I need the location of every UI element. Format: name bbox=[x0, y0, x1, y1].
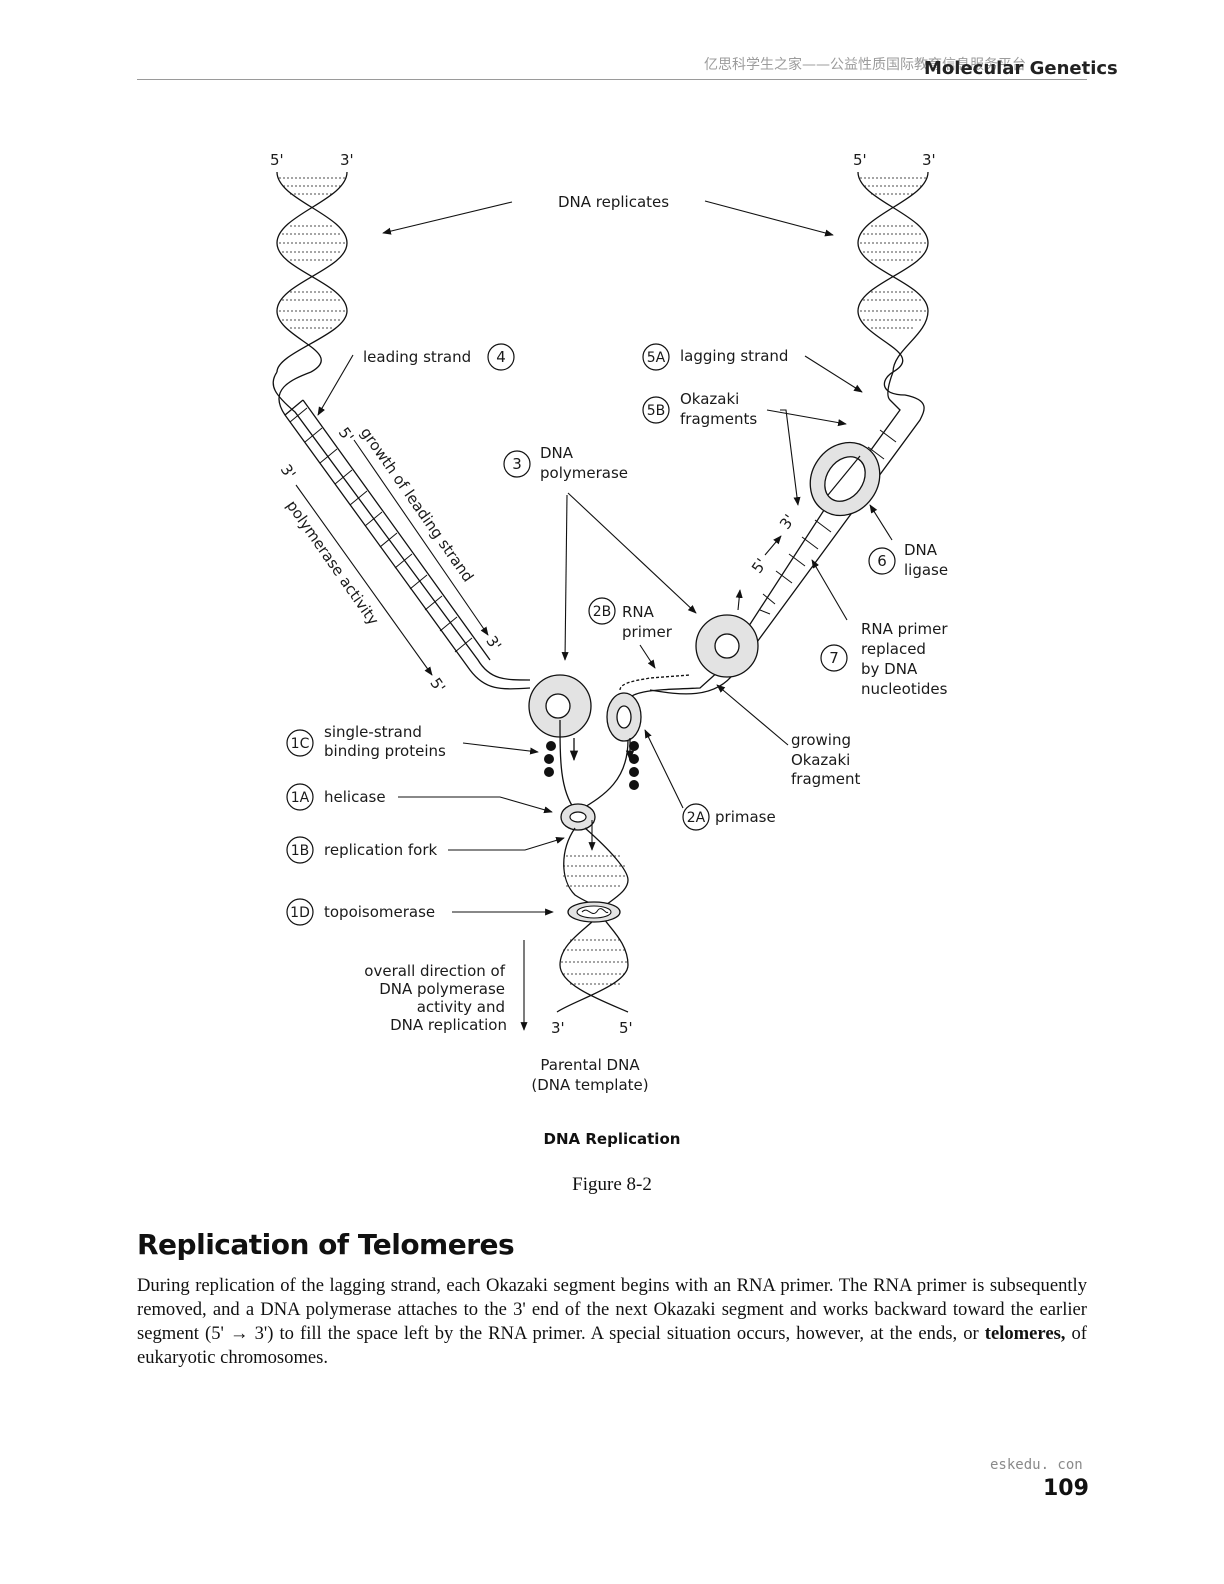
top-left-helix bbox=[276, 171, 348, 373]
label-bottom-5: 5' bbox=[619, 1019, 633, 1037]
header-rule bbox=[137, 79, 1087, 80]
label-lead-5: 5' bbox=[335, 424, 358, 446]
svg-text:1C: 1C bbox=[291, 736, 310, 752]
label-topoisomerase: topoisomerase bbox=[324, 903, 435, 921]
label-overall-4: DNA replication bbox=[390, 1016, 507, 1034]
label-top-right-3: 3' bbox=[922, 151, 936, 169]
label-rna-primer-1: RNA bbox=[622, 603, 655, 621]
marker-2b: 2B bbox=[588, 597, 616, 625]
marker-7: 7 bbox=[820, 644, 848, 672]
marker-3: 3 bbox=[503, 450, 531, 478]
figure-caption: Figure 8-2 bbox=[572, 1174, 652, 1195]
marker-6: 6 bbox=[868, 547, 896, 575]
watermark-text: 亿思科学生之家——公益性质国际教育信息服务平台 bbox=[704, 57, 1026, 73]
lagging-strand-arm bbox=[619, 371, 925, 706]
topoisomerase-ring bbox=[567, 901, 621, 923]
paragraph-text-after: of eukaryotic chromosomes. bbox=[137, 1323, 1088, 1368]
label-top-left-3: 3' bbox=[340, 151, 354, 169]
primase-ring bbox=[606, 692, 642, 742]
label-dna-polymerase-2: polymerase bbox=[540, 464, 628, 482]
label-parental-1: Parental DNA bbox=[540, 1056, 640, 1074]
label-primase: primase bbox=[715, 808, 776, 826]
label-top-right-5: 5' bbox=[853, 151, 867, 169]
body-paragraph: During replication of the lagging strand… bbox=[137, 1274, 1087, 1370]
label-lag-5: 5' bbox=[748, 555, 771, 577]
ligase-ring bbox=[809, 441, 881, 517]
svg-text:4: 4 bbox=[496, 348, 506, 366]
marker-1d: 1D bbox=[286, 898, 314, 926]
svg-text:5A: 5A bbox=[647, 350, 666, 366]
svg-text:5B: 5B bbox=[647, 403, 666, 419]
label-parental-2: (DNA template) bbox=[531, 1076, 648, 1094]
marker-5a: 5A bbox=[642, 343, 670, 371]
svg-text:2B: 2B bbox=[593, 604, 612, 620]
svg-text:3: 3 bbox=[512, 455, 522, 473]
label-growing-okazaki-3: fragment bbox=[791, 770, 861, 788]
label-overall-2: DNA polymerase bbox=[379, 980, 505, 998]
pointer-arrows bbox=[295, 200, 893, 1031]
svg-text:1B: 1B bbox=[291, 843, 310, 859]
label-lag-3: 3' bbox=[776, 511, 799, 533]
helicase-ring bbox=[560, 803, 596, 851]
top-right-helix bbox=[857, 171, 929, 373]
marker-5b: 5B bbox=[642, 396, 670, 424]
marker-4: 4 bbox=[487, 343, 515, 371]
label-overall-1: overall direction of bbox=[364, 962, 505, 980]
label-rna-replaced-4: nucleotides bbox=[861, 680, 948, 698]
label-dna-ligase-1: DNA bbox=[904, 541, 938, 559]
label-growing-okazaki-2: Okazaki bbox=[791, 751, 850, 769]
label-overall-3: activity and bbox=[417, 998, 505, 1016]
label-lead-3-end: 3' bbox=[482, 632, 505, 654]
leading-strand-arm bbox=[272, 371, 531, 690]
label-bottom-3: 3' bbox=[551, 1019, 565, 1037]
polymerase-ring-lagging bbox=[695, 614, 759, 678]
label-ssb-1: single-strand bbox=[324, 723, 422, 741]
svg-text:7: 7 bbox=[829, 649, 839, 667]
label-ssb-2: binding proteins bbox=[324, 742, 446, 760]
marker-1c: 1C bbox=[286, 729, 314, 757]
label-rna-primer-2: primer bbox=[622, 623, 673, 641]
figure-title: DNA Replication bbox=[543, 1130, 681, 1148]
label-okazaki-2: fragments bbox=[680, 410, 757, 428]
label-helicase: helicase bbox=[324, 788, 386, 806]
label-dna-ligase-2: ligase bbox=[904, 561, 948, 579]
label-poly-5-end: 5' bbox=[426, 674, 449, 696]
svg-text:1A: 1A bbox=[291, 790, 310, 806]
marker-1a: 1A bbox=[286, 783, 314, 811]
polymerase-ring-leading bbox=[528, 674, 592, 738]
svg-text:1D: 1D bbox=[290, 905, 310, 921]
page-number: 109 bbox=[1043, 1476, 1089, 1501]
dna-replication-diagram: 5' 3' 5' 3' 3' 5' 3' 5' 5' 3' 5' growth … bbox=[270, 151, 948, 1094]
marker-1b: 1B bbox=[286, 836, 314, 864]
label-growth-leading: growth of leading strand bbox=[357, 424, 477, 585]
svg-text:6: 6 bbox=[877, 552, 887, 570]
label-rna-replaced-3: by DNA bbox=[861, 660, 918, 678]
svg-text:2A: 2A bbox=[687, 810, 706, 826]
label-leading-strand: leading strand bbox=[363, 348, 471, 366]
label-growing-okazaki-1: growing bbox=[791, 731, 851, 749]
label-poly-3: 3' bbox=[277, 461, 300, 483]
label-lagging-strand: lagging strand bbox=[680, 347, 788, 365]
label-dna-replicates: DNA replicates bbox=[558, 193, 669, 211]
label-polymerase-activity: polymerase activity bbox=[283, 497, 383, 629]
label-rna-replaced-2: replaced bbox=[861, 640, 926, 658]
marker-2a: 2A bbox=[682, 803, 710, 831]
section-heading: Replication of Telomeres bbox=[137, 1228, 515, 1261]
label-okazaki-1: Okazaki bbox=[680, 390, 739, 408]
label-rna-replaced-1: RNA primer bbox=[861, 620, 948, 638]
paragraph-text-before: During replication of the lagging strand… bbox=[137, 1275, 1087, 1344]
label-replication-fork: replication fork bbox=[324, 841, 437, 859]
ssb-dots bbox=[544, 741, 639, 790]
label-top-left-5: 5' bbox=[270, 151, 284, 169]
footer-site: eskedu. con bbox=[990, 1457, 1083, 1473]
label-dna-polymerase-1: DNA bbox=[540, 444, 574, 462]
bold-term-telomeres: telomeres, bbox=[984, 1323, 1066, 1344]
running-header: Molecular Genetics bbox=[924, 58, 1118, 79]
